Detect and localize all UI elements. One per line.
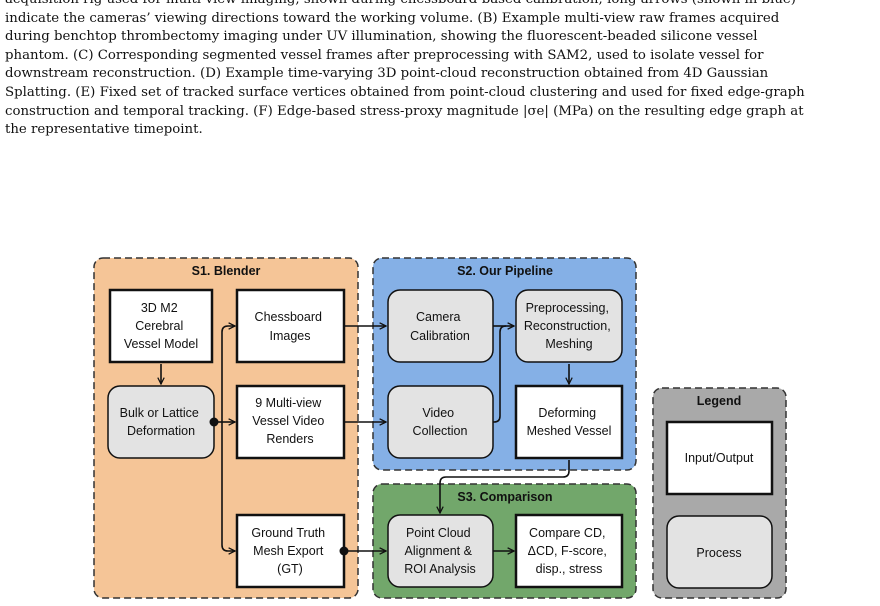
box-label: 9 Multi-view Vessel Video Renders (252, 396, 328, 446)
caption-line: construction and temporal tracking. (F) … (5, 103, 804, 119)
junction-dot (339, 546, 349, 556)
box-label: Point Cloud Alignment & ROI Analysis (404, 526, 476, 576)
box-label: Ground Truth Mesh Export (GT) (251, 526, 328, 576)
box-label: Bulk or Lattice Deformation (120, 406, 203, 438)
box-compare-metrics (514, 513, 624, 589)
legend-process (666, 515, 773, 589)
box-label: Preprocessing, Reconstruction, Meshing (524, 301, 614, 351)
box-deformation (107, 385, 215, 459)
panel-title-blender: S1. Blender (192, 264, 261, 278)
caption-line: phantom. (C) Corresponding segmented ves… (5, 47, 764, 63)
box-ground-truth-export (235, 513, 346, 589)
connectors (161, 326, 569, 551)
panel-title-legend: Legend (697, 394, 741, 408)
arrow-to-ground-truth (221, 422, 235, 551)
arrow-mesh-to-alignment (440, 460, 570, 513)
panel-title-pipeline: S2. Our Pipeline (457, 264, 553, 278)
arrow-to-chessboard (221, 326, 235, 422)
panel-title-comparison: S3. Comparison (457, 490, 552, 504)
legend-label: Process (696, 546, 741, 560)
caption-line: during benchtop thrombectomy imaging und… (5, 29, 758, 45)
box-preprocessing (515, 289, 623, 363)
caption-line: downstream reconstruction. (D) Example t… (5, 66, 769, 82)
box-label: Video Collection (413, 406, 468, 438)
figure-caption: acquisition rig used for multi-view imag… (5, 0, 875, 140)
box-chessboard-images (235, 288, 346, 364)
box-label: Deforming Meshed Vessel (527, 406, 612, 438)
box-camera-calibration (387, 289, 494, 363)
box-label: Camera Calibration (410, 310, 470, 343)
box-deforming-meshed-vessel (514, 384, 624, 460)
box-video-collection (387, 385, 494, 459)
caption-line: the representative timepoint. (5, 122, 203, 138)
caption-line: acquisition rig used for multi-view imag… (5, 0, 875, 10)
caption-line: indicate the cameras’ viewing directions… (5, 10, 780, 26)
legend-label: Input/Output (685, 451, 754, 465)
box-label: 3D M2 Cerebral Vessel Model (124, 301, 198, 351)
box-vessel-model (108, 288, 214, 364)
caption-line: Splatting. (E) Fixed set of tracked surf… (5, 84, 805, 100)
box-label: Compare CD, ΔCD, F-score, disp., stress (528, 526, 611, 576)
legend-input-output (665, 420, 774, 496)
box-label: Chessboard Images (255, 310, 326, 343)
junction-dot (209, 417, 219, 427)
box-multiview-renders (235, 384, 346, 460)
